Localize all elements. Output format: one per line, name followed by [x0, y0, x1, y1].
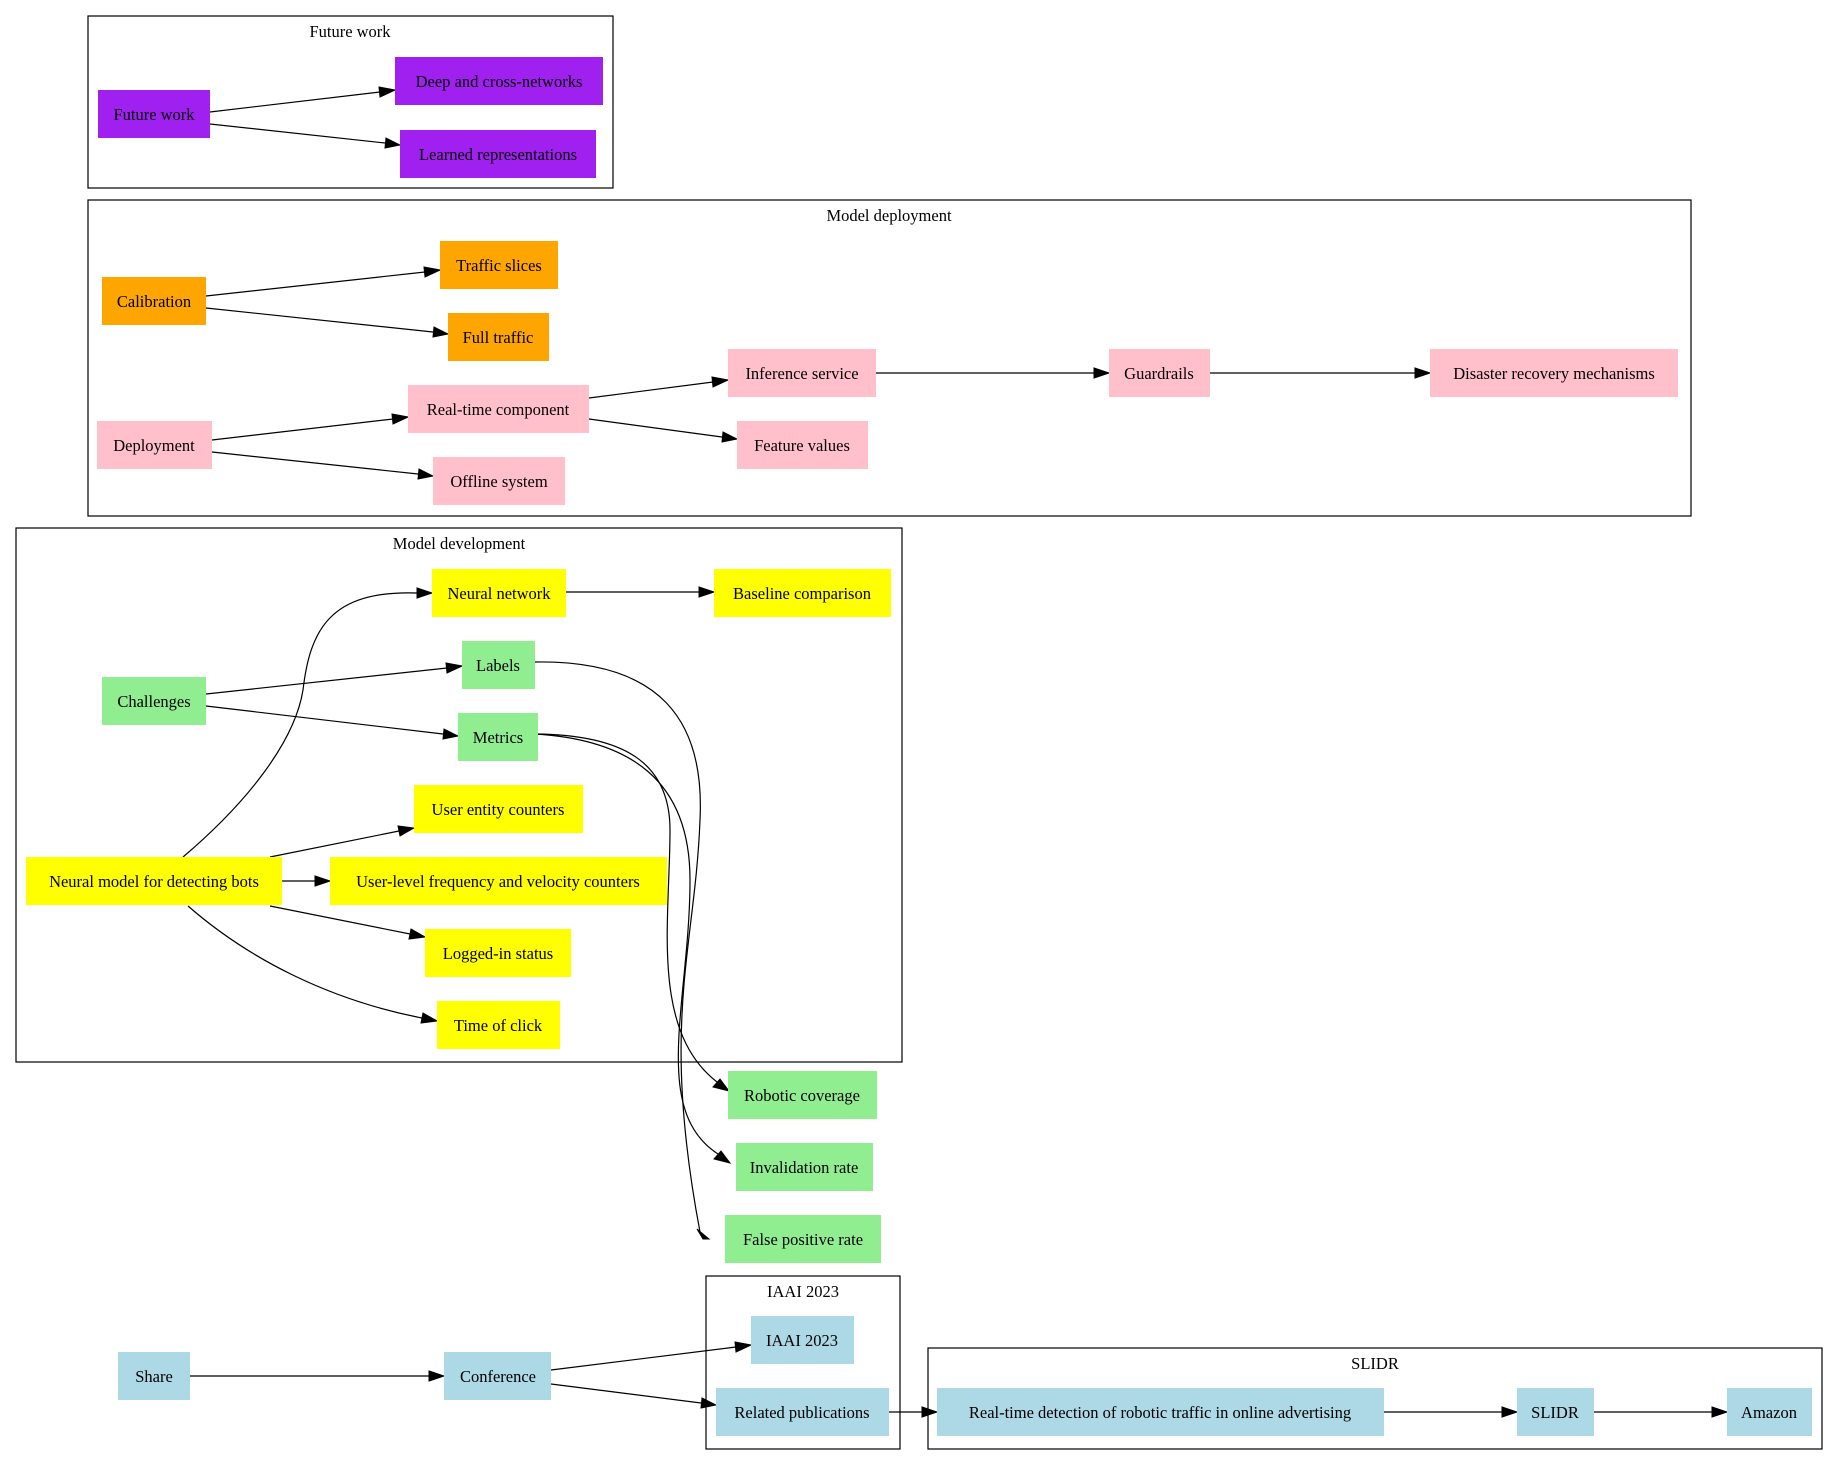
svg-text:Offline system: Offline system — [450, 472, 547, 491]
node-traffic-slices[interactable]: Traffic slices — [440, 241, 558, 289]
edge-challenges-to-labels — [205, 667, 448, 695]
svg-text:Inference service: Inference service — [745, 364, 858, 383]
svg-text:Disaster recovery mechanisms: Disaster recovery mechanisms — [1453, 364, 1655, 383]
node-offline-system[interactable]: Offline system — [433, 457, 565, 505]
cluster-future-work: Future work — [87, 15, 614, 189]
node-time-of-click[interactable]: Time of click — [437, 1001, 560, 1049]
node-invalidation-rate[interactable]: Invalidation rate — [736, 1143, 873, 1191]
svg-text:Time of click: Time of click — [454, 1016, 543, 1035]
node-full-traffic[interactable]: Full traffic — [448, 313, 549, 361]
svg-text:Amazon: Amazon — [1741, 1403, 1797, 1422]
edge-conference-to-related-publications — [550, 1383, 702, 1404]
edge-realtime-to-feature-values — [588, 418, 723, 438]
node-inference-service[interactable]: Inference service — [728, 349, 876, 397]
node-conference[interactable]: Conference — [444, 1352, 551, 1400]
node-robotic-coverage[interactable]: Robotic coverage — [728, 1071, 877, 1119]
node-future-work[interactable]: Future work — [98, 90, 210, 138]
cluster-iaai-2023-label: IAAI 2023 — [767, 1282, 839, 1301]
node-challenges[interactable]: Challenges — [102, 677, 206, 725]
node-logged-in-status[interactable]: Logged-in status — [425, 929, 571, 977]
edge-neural-model-to-neural-network — [182, 592, 418, 858]
svg-text:SLIDR: SLIDR — [1531, 1403, 1579, 1422]
cluster-iaai-2023: IAAI 2023 — [705, 1275, 901, 1450]
svg-text:Real-time component: Real-time component — [427, 400, 570, 419]
svg-text:Neural model for detecting bot: Neural model for detecting bots — [49, 872, 259, 891]
edge-metrics-to-invalidation — [535, 733, 719, 1155]
edge-future-work-to-learned — [209, 123, 386, 144]
svg-text:Conference: Conference — [460, 1367, 536, 1386]
svg-text:False positive rate: False positive rate — [743, 1230, 863, 1249]
node-neural-model[interactable]: Neural model for detecting bots — [26, 857, 282, 905]
node-learned-representations[interactable]: Learned representations — [400, 130, 596, 178]
svg-text:Related publications: Related publications — [734, 1403, 869, 1422]
edge-challenges-to-metrics — [205, 705, 444, 735]
edge-conference-to-iaai — [550, 1346, 737, 1371]
edge-calibration-to-traffic-slices — [205, 271, 426, 297]
node-metrics[interactable]: Metrics — [458, 713, 538, 761]
edges — [182, 86, 1729, 1418]
svg-text:Calibration: Calibration — [117, 292, 191, 311]
node-realtime-component[interactable]: Real-time component — [408, 385, 589, 433]
node-slidr[interactable]: SLIDR — [1517, 1388, 1594, 1436]
svg-text:Guardrails: Guardrails — [1124, 364, 1194, 383]
svg-text:Challenges: Challenges — [117, 692, 190, 711]
svg-text:Feature values: Feature values — [754, 436, 850, 455]
node-neural-network[interactable]: Neural network — [432, 569, 566, 617]
edge-metrics-to-robotic-coverage — [535, 733, 718, 1083]
node-realtime-detection[interactable]: Real-time detection of robotic traffic i… — [937, 1388, 1384, 1436]
edge-deployment-to-realtime — [211, 418, 394, 441]
node-guardrails[interactable]: Guardrails — [1109, 349, 1210, 397]
node-false-positive-rate[interactable]: False positive rate — [725, 1215, 881, 1263]
svg-text:Traffic slices: Traffic slices — [456, 256, 542, 275]
svg-text:Deployment: Deployment — [113, 436, 195, 455]
svg-text:User entity counters: User entity counters — [432, 800, 565, 819]
node-labels[interactable]: Labels — [462, 641, 535, 689]
svg-text:Full traffic: Full traffic — [463, 328, 534, 347]
svg-text:User-level frequency and veloc: User-level frequency and velocity counte… — [356, 872, 640, 891]
svg-text:Neural network: Neural network — [447, 584, 551, 603]
svg-text:Learned representations: Learned representations — [419, 145, 577, 164]
svg-text:Metrics: Metrics — [473, 728, 523, 747]
node-baseline-comparison[interactable]: Baseline comparison — [714, 569, 891, 617]
edge-labels-to-false-positive — [534, 661, 701, 1233]
edge-deployment-to-offline — [211, 451, 419, 475]
node-user-entity-counters[interactable]: User entity counters — [414, 785, 583, 833]
node-iaai-2023[interactable]: IAAI 2023 — [751, 1316, 854, 1364]
svg-text:Share: Share — [135, 1367, 173, 1386]
edge-future-work-to-deep-cross — [209, 91, 381, 113]
cluster-model-development: Model development — [15, 527, 903, 1063]
svg-text:Invalidation rate: Invalidation rate — [750, 1158, 859, 1177]
svg-text:Baseline comparison: Baseline comparison — [733, 584, 871, 603]
cluster-model-deployment: Model deployment — [87, 199, 1692, 517]
svg-text:Future work: Future work — [113, 105, 195, 124]
svg-text:Real-time detection of robotic: Real-time detection of robotic traffic i… — [969, 1403, 1351, 1422]
node-deployment[interactable]: Deployment — [97, 421, 212, 469]
node-feature-values[interactable]: Feature values — [737, 421, 868, 469]
edge-neural-model-to-user-entity — [269, 830, 400, 858]
svg-text:Logged-in status: Logged-in status — [443, 944, 553, 963]
edge-realtime-to-inference — [588, 381, 714, 399]
node-share[interactable]: Share — [118, 1352, 190, 1400]
node-deep-cross-networks[interactable]: Deep and cross-networks — [395, 57, 603, 105]
node-related-publications[interactable]: Related publications — [716, 1388, 889, 1436]
cluster-slidr-label: SLIDR — [1351, 1354, 1399, 1373]
node-amazon[interactable]: Amazon — [1727, 1388, 1812, 1436]
cluster-model-deployment-label: Model deployment — [826, 206, 952, 225]
node-calibration[interactable]: Calibration — [102, 277, 206, 325]
svg-text:Deep and cross-networks: Deep and cross-networks — [416, 72, 583, 91]
edge-calibration-to-full-traffic — [205, 307, 434, 333]
node-disaster-recovery[interactable]: Disaster recovery mechanisms — [1430, 349, 1678, 397]
svg-text:IAAI 2023: IAAI 2023 — [766, 1331, 838, 1350]
nodes: Future work Deep and cross-networks Lear… — [26, 57, 1812, 1436]
svg-text:Labels: Labels — [476, 656, 520, 675]
edge-neural-model-to-time-of-click — [187, 905, 423, 1019]
node-user-level-counters[interactable]: User-level frequency and velocity counte… — [330, 857, 667, 905]
cluster-future-work-label: Future work — [309, 22, 391, 41]
cluster-slidr: SLIDR — [927, 1347, 1823, 1450]
cluster-model-development-label: Model development — [393, 534, 526, 553]
edge-neural-model-to-logged-in — [269, 905, 411, 935]
svg-text:Robotic coverage: Robotic coverage — [744, 1086, 860, 1105]
